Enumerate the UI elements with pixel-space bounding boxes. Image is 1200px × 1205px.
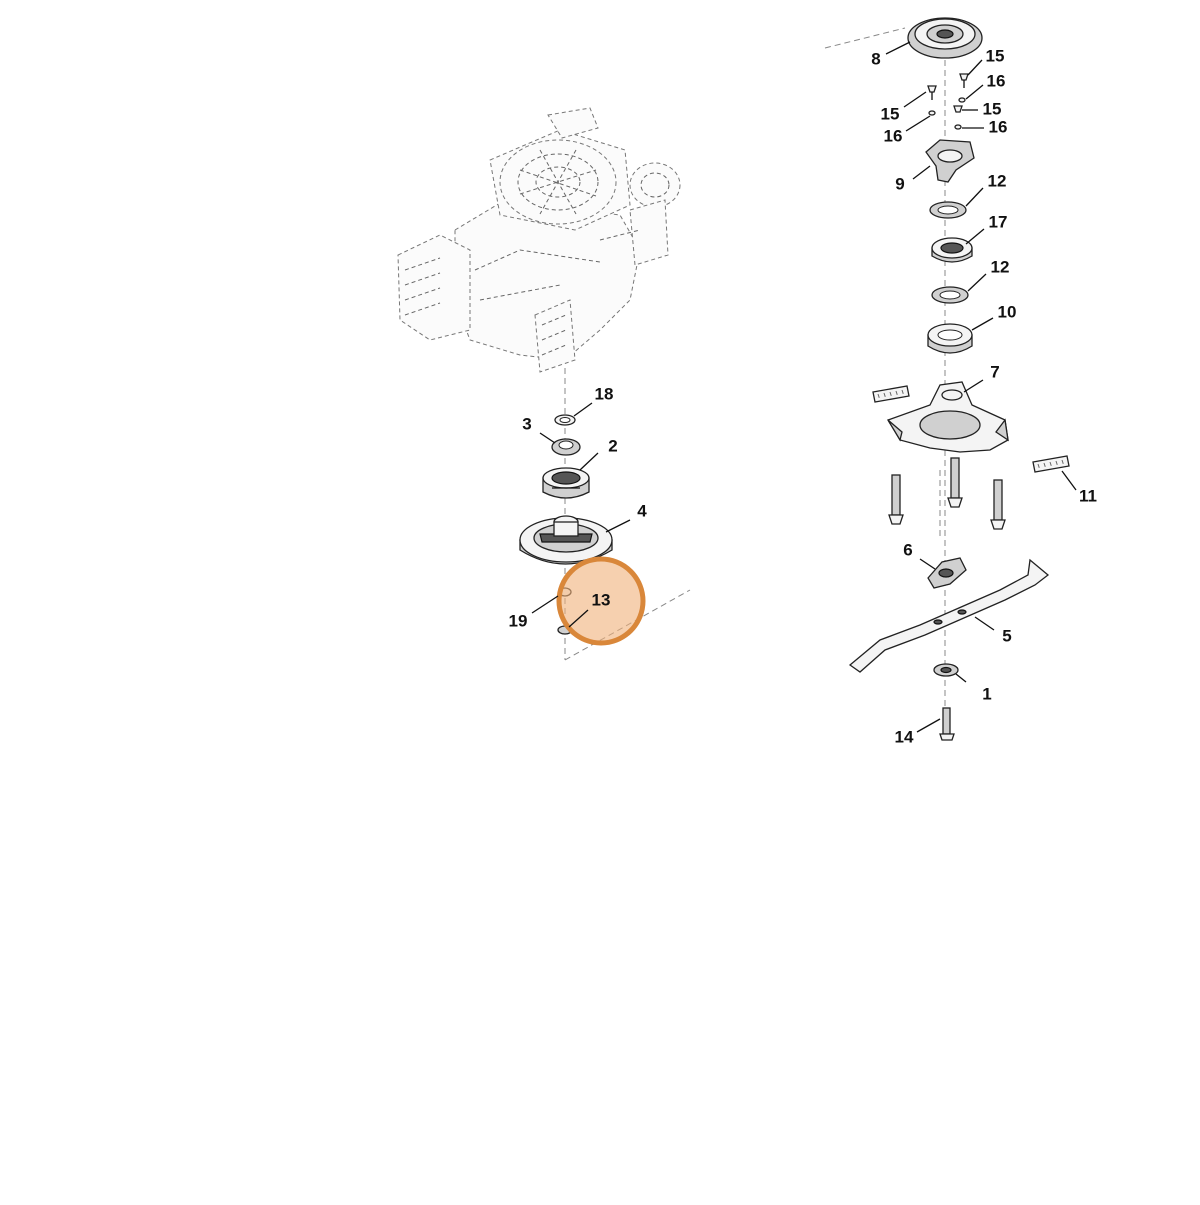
part-screws-15 <box>927 73 969 113</box>
callout-8[interactable]: 8 <box>871 41 911 68</box>
callout-12[interactable]: 12 <box>965 171 1007 207</box>
callout-number: 15 <box>986 46 1005 65</box>
part-washers-16 <box>928 97 966 130</box>
callout-19[interactable]: 19 <box>509 595 559 630</box>
callout-17[interactable]: 17 <box>965 212 1008 245</box>
callout-1[interactable]: 1 <box>955 673 992 703</box>
callout-7[interactable]: 7 <box>963 362 1000 393</box>
callout-13[interactable]: 13 <box>568 590 611 628</box>
callout-number: 4 <box>637 501 647 520</box>
callout-number: 2 <box>608 436 617 455</box>
callout-number: 15 <box>881 104 900 123</box>
callout-15[interactable]: 15 <box>962 99 1001 118</box>
callout-leader-line <box>963 379 984 393</box>
part-washer-12-top <box>929 201 967 219</box>
callout-number: 16 <box>989 117 1008 136</box>
callout-leader-line <box>967 273 987 292</box>
part-springs-11 <box>872 385 1070 473</box>
callout-leader-line <box>916 718 941 733</box>
callout-number: 16 <box>884 126 903 145</box>
callout-16[interactable]: 16 <box>884 115 931 145</box>
callout-leader-line <box>965 228 985 245</box>
callout-number: 5 <box>1002 626 1011 645</box>
callout-leader-line <box>531 595 559 614</box>
callout-number: 11 <box>1079 486 1097 505</box>
callout-2[interactable]: 2 <box>579 436 618 471</box>
part-adapter-6 <box>927 557 967 589</box>
callout-leader-line <box>885 41 911 55</box>
callout-leader-line <box>965 187 984 207</box>
part-sleeve-10 <box>927 323 973 354</box>
callout-leader-line <box>955 673 967 683</box>
callout-11[interactable]: 11 <box>1061 470 1097 505</box>
callout-number: 15 <box>983 99 1002 118</box>
part-bushing-2 <box>542 467 590 499</box>
callout-number: 6 <box>903 540 912 559</box>
mower-blade <box>848 558 1050 673</box>
callout-6[interactable]: 6 <box>903 540 936 570</box>
callout-15[interactable]: 15 <box>967 46 1005 76</box>
callout-leader-line <box>573 402 593 417</box>
callout-number: 10 <box>998 302 1017 321</box>
callout-3[interactable]: 3 <box>522 414 556 444</box>
part-washer-12-bottom <box>931 286 969 304</box>
callout-leader-line <box>919 558 936 570</box>
callout-leader-line <box>539 432 556 444</box>
callout-number: 16 <box>987 71 1006 90</box>
callout-16[interactable]: 16 <box>965 71 1006 100</box>
callout-leader-line <box>579 452 599 471</box>
callout-leader-line <box>974 616 995 631</box>
callout-18[interactable]: 18 <box>573 384 614 417</box>
part-washer-1 <box>933 663 959 677</box>
engine-assembly <box>397 107 681 373</box>
callout-leader-line <box>971 317 994 331</box>
callout-number: 7 <box>990 362 999 381</box>
callout-4[interactable]: 4 <box>605 501 647 533</box>
part-seal-3 <box>551 438 581 456</box>
callout-number: 18 <box>595 384 614 403</box>
callout-10[interactable]: 10 <box>971 302 1017 331</box>
callout-number: 14 <box>895 727 914 746</box>
part-housing-7 <box>887 381 1009 453</box>
part-washer-18 <box>554 414 576 426</box>
callout-leader-line <box>605 519 631 533</box>
part-bearing-17 <box>931 237 973 263</box>
callout-leader-line <box>912 165 931 180</box>
callout-number: 17 <box>989 212 1008 231</box>
callout-number: 12 <box>991 257 1010 276</box>
callout-number: 13 <box>592 590 611 609</box>
callout-14[interactable]: 14 <box>895 718 941 746</box>
callout-number: 3 <box>522 414 531 433</box>
callout-leader-line <box>905 115 931 132</box>
callout-12[interactable]: 12 <box>967 257 1010 292</box>
callout-9[interactable]: 9 <box>895 165 931 193</box>
callout-number: 9 <box>895 174 904 193</box>
callout-5[interactable]: 5 <box>974 616 1012 645</box>
part-pulley-4 <box>519 515 613 565</box>
callout-number: 19 <box>509 611 528 630</box>
callout-number: 1 <box>982 684 991 703</box>
part-bolts <box>888 457 1006 530</box>
callout-leader-line <box>965 84 984 100</box>
callout-15[interactable]: 15 <box>881 91 927 123</box>
part-bolt-14 <box>939 707 955 741</box>
callout-leader-line <box>967 59 983 76</box>
callout-leader-line <box>568 609 589 628</box>
part-cover-8 <box>907 17 983 59</box>
callout-leader-line <box>903 91 927 108</box>
callout-number: 8 <box>871 49 880 68</box>
callout-number: 12 <box>988 171 1007 190</box>
part-bracket-9 <box>925 139 975 183</box>
callout-leader-line <box>1061 470 1077 491</box>
callout-16[interactable]: 16 <box>962 117 1007 136</box>
highlight-circle[interactable] <box>556 556 646 646</box>
